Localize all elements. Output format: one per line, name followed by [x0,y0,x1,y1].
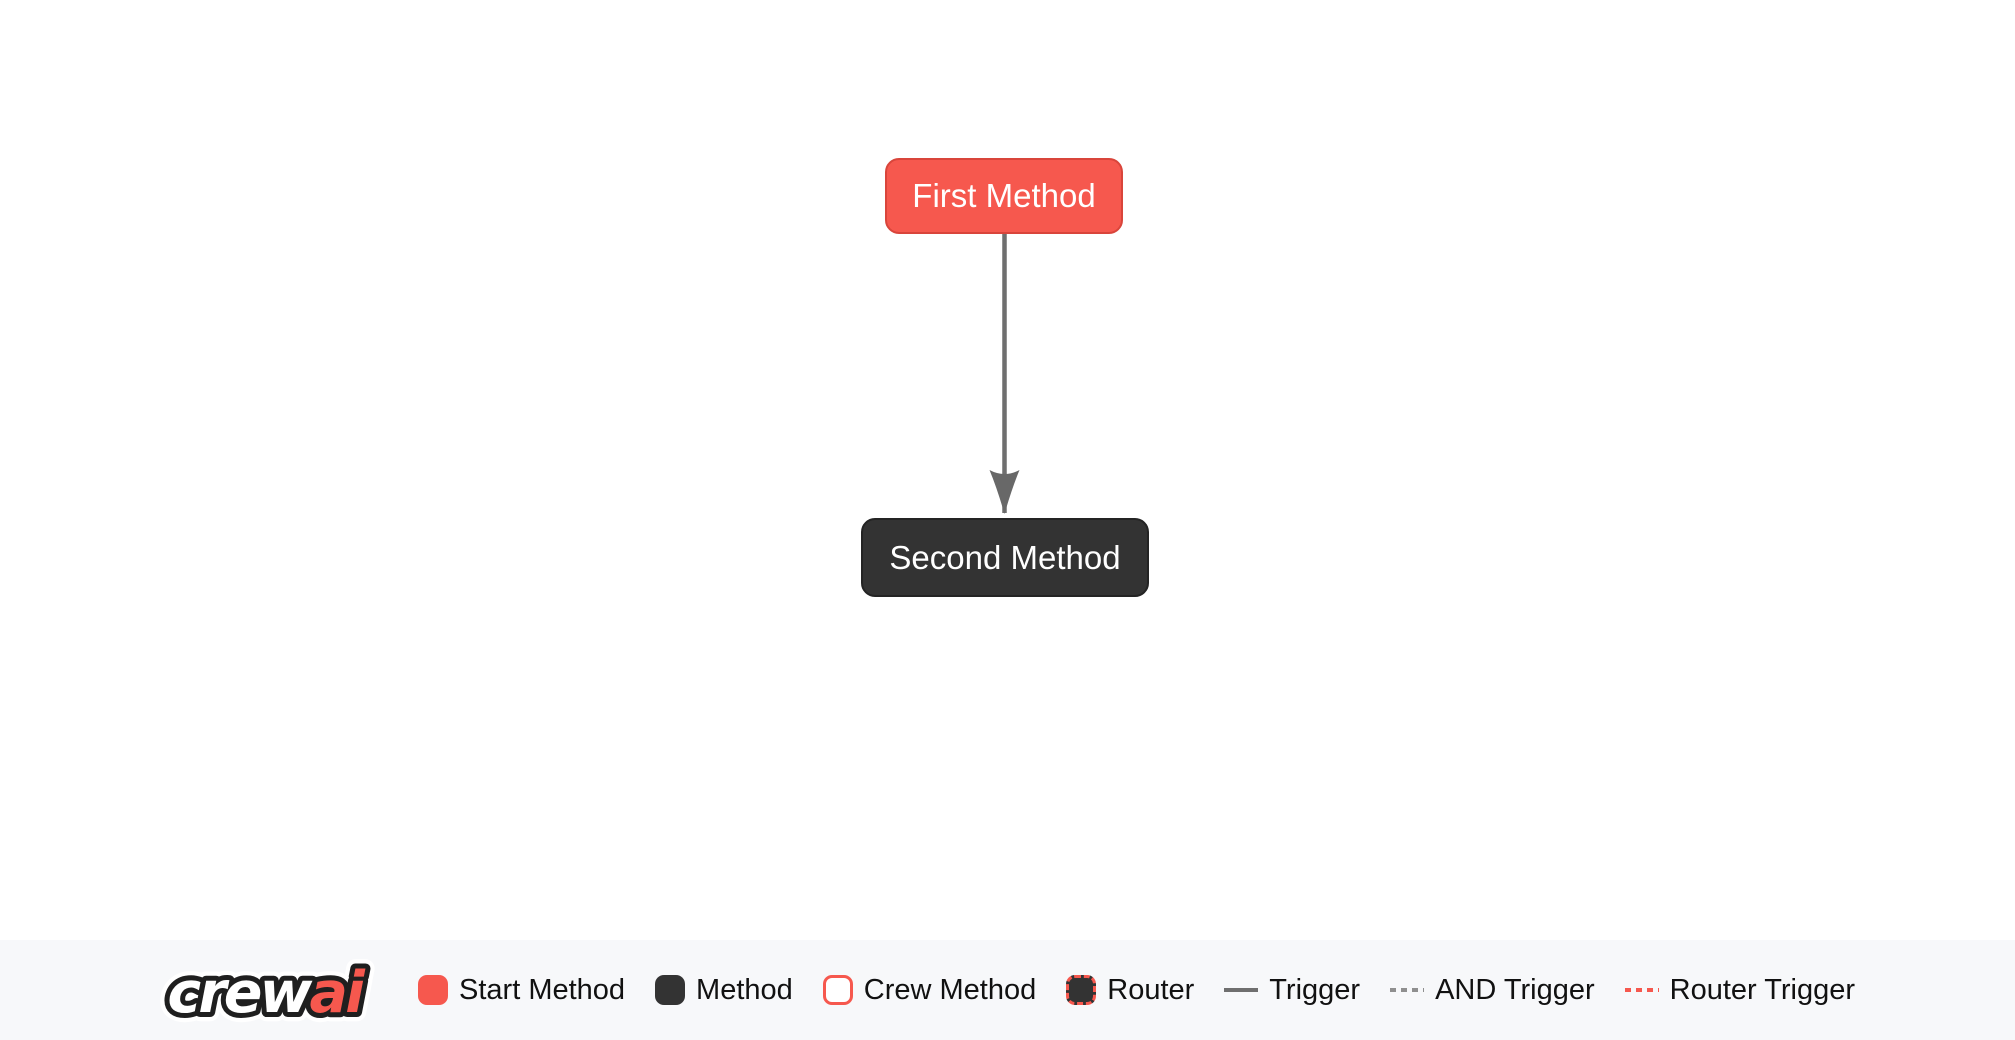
legend-label: Crew Method [863,973,1037,1006]
legend-item-router: Router [1066,974,1194,1007]
node-second-method[interactable]: Second Method [861,518,1149,597]
arrowhead-icon [989,470,1020,514]
and-trigger-line-swatch [1390,988,1425,992]
legend-label: Method [696,973,793,1006]
legend-item-and-trigger: AND Trigger [1390,974,1595,1007]
router-swatch [1066,975,1097,1005]
node-first-method[interactable]: First Method [885,158,1123,234]
legend-item-trigger: Trigger [1224,974,1360,1007]
trigger-line-swatch [1224,988,1259,992]
legend-item-router-trigger: Router Trigger [1624,973,1855,1007]
legend-label: Router Trigger [1669,973,1855,1006]
crew-method-swatch [822,975,853,1005]
legend-item-crew-method: Crew Method [822,973,1037,1007]
legend-bar: crewai crewai crewai Start Method Method… [0,940,2015,1040]
legend-label: Start Method [459,973,626,1006]
crewai-logo: crewai crewai crewai [160,951,378,1035]
legend-label: Router [1107,973,1195,1006]
method-swatch [655,975,686,1005]
legend-label: AND Trigger [1435,973,1595,1006]
legend-item-method: Method [655,974,793,1007]
legend-label: Trigger [1269,973,1361,1006]
legend-item-start-method: Start Method [418,974,625,1007]
trigger-edge [989,234,1020,514]
flow-canvas[interactable]: First Method Second Method [0,0,2015,940]
start-method-swatch [418,975,449,1005]
svg-text:crewai: crewai [167,960,366,1026]
router-trigger-line-swatch [1624,988,1659,992]
